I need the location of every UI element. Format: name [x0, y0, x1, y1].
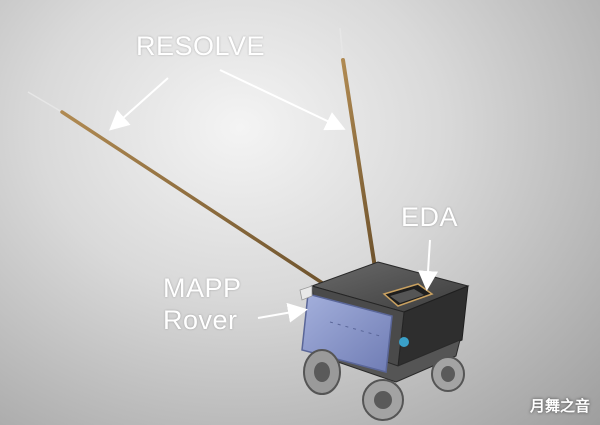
- sensor-dot: [399, 337, 409, 347]
- left-mast-tip: [28, 92, 62, 112]
- watermark-text: 月舞之音: [530, 395, 590, 416]
- wheel-rear-right: [432, 357, 464, 391]
- eda-label: EDA: [401, 201, 458, 233]
- left-mast: [62, 112, 330, 288]
- mapp-arrow: [258, 310, 304, 318]
- wheel-front-right: [363, 380, 403, 420]
- resolve-arrow-left: [112, 78, 168, 128]
- wheel-front-left: [304, 350, 340, 394]
- mapp-label-line2: Rover: [163, 304, 242, 336]
- resolve-label: RESOLVE: [136, 30, 265, 62]
- right-mast-tip: [340, 28, 343, 60]
- mapp-label-line1: MAPP: [163, 272, 242, 304]
- resolve-arrow-right: [220, 70, 342, 128]
- mapp-rover-label: MAPP Rover: [163, 272, 242, 336]
- right-mast: [343, 60, 375, 268]
